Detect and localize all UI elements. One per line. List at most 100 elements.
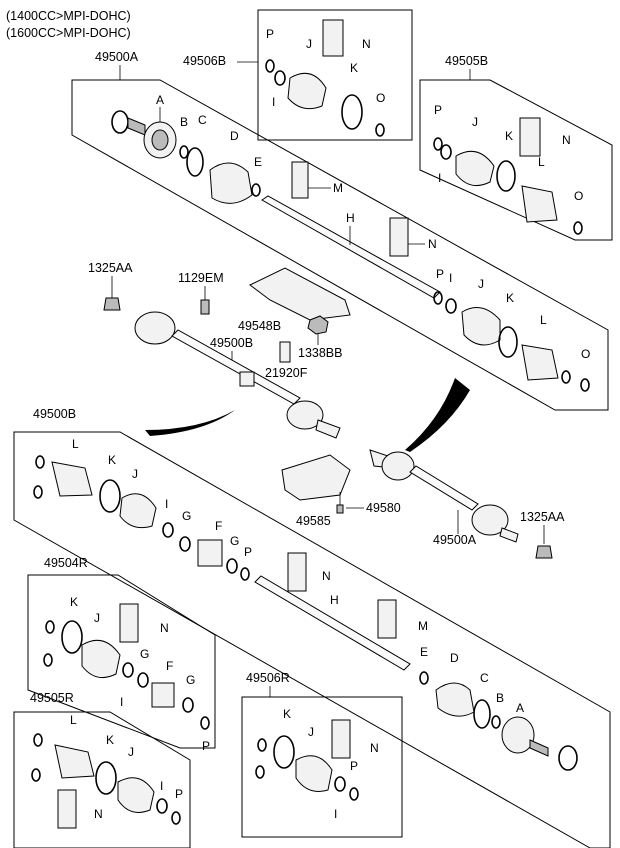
band-k-top[interactable]	[498, 326, 518, 358]
grease-n-49506b[interactable]	[322, 19, 344, 57]
snapring-i-49506r[interactable]	[334, 776, 346, 792]
damper-f-49500b[interactable]	[197, 539, 223, 567]
circlip-b-49500b[interactable]	[491, 715, 501, 729]
callout-i-49505b: I	[438, 171, 441, 185]
circlip-g-49504r-2[interactable]	[182, 697, 194, 713]
nut-1325aa-top[interactable]	[103, 297, 121, 311]
inner-joint-l-49505b[interactable]	[521, 185, 558, 223]
label-49500a-bottom[interactable]: 49500A	[433, 533, 477, 547]
bolt-1129em[interactable]	[200, 299, 210, 315]
grease-n-49504r[interactable]	[119, 603, 139, 643]
nut-1325aa-bottom[interactable]	[535, 545, 553, 559]
callout-i-49500b: I	[165, 497, 168, 511]
band-k-49506b[interactable]	[341, 94, 363, 130]
snapring-i-49504r[interactable]	[122, 662, 134, 678]
circlip-p-49505b[interactable]	[433, 137, 443, 151]
label-49505r[interactable]: 49505R	[30, 691, 74, 705]
snapring-i-49506b[interactable]	[274, 70, 286, 86]
outer-joint-a-49500b[interactable]	[501, 716, 535, 754]
callout-c-top: C	[198, 113, 207, 127]
ring-o-49504r-2[interactable]	[43, 653, 53, 667]
label-49500a-top[interactable]: 49500A	[95, 50, 139, 64]
boot-j-49506r[interactable]	[295, 755, 333, 792]
label-49580[interactable]: 49580	[366, 501, 401, 515]
grease-m-top[interactable]	[291, 161, 309, 199]
snapring-i-49500b[interactable]	[162, 522, 174, 538]
dowel-21920f[interactable]	[279, 341, 291, 363]
callout-p-49504r: P	[202, 739, 210, 753]
boot-j-49500b[interactable]	[119, 493, 157, 529]
boot-j-top[interactable]	[461, 307, 501, 346]
band-k-49504r[interactable]	[61, 620, 83, 654]
band-k-49506r[interactable]	[273, 735, 295, 769]
ring-o-49505b[interactable]	[573, 221, 583, 235]
tone-ring-a-top[interactable]	[111, 110, 129, 134]
shaft-h-49500b[interactable]	[254, 575, 411, 671]
label-1325aa-bottom[interactable]: 1325AA	[520, 510, 565, 524]
label-49500b-mid[interactable]: 49500B	[210, 336, 253, 350]
boot-j-49505r[interactable]	[117, 777, 155, 813]
grease-m-49500b[interactable]	[377, 599, 397, 639]
inner-joint-49500b-mid[interactable]	[134, 311, 176, 345]
label-49506r[interactable]: 49506R	[246, 671, 290, 685]
band-k-49500b[interactable]	[99, 479, 121, 513]
inner-joint-l-49505r[interactable]	[54, 744, 95, 779]
callout-o-top: O	[581, 347, 590, 361]
inner-joint-l-49500b[interactable]	[51, 461, 93, 497]
grease-n-49500b[interactable]	[287, 552, 307, 592]
label-49504r[interactable]: 49504R	[44, 556, 88, 570]
label-49506b[interactable]: 49506B	[183, 54, 226, 68]
bracket-49548b[interactable]	[249, 267, 351, 321]
ring-o-49500b[interactable]	[33, 485, 43, 499]
grease-n-49505r[interactable]	[57, 789, 77, 829]
boot-j-49505b[interactable]	[455, 150, 495, 187]
ring-o-49505r[interactable]	[31, 768, 41, 782]
damper-f-49504r[interactable]	[151, 682, 175, 708]
label-49585[interactable]: 49585	[296, 514, 331, 528]
snapring-i-top[interactable]	[445, 298, 457, 314]
inner-joint-49500a-bottom[interactable]	[381, 451, 415, 481]
boot-d-49500b[interactable]	[435, 682, 475, 717]
circlip-p-49505r[interactable]	[171, 811, 181, 825]
label-1338bb[interactable]: 1338BB	[298, 346, 342, 360]
circlip-p-49506b[interactable]	[265, 59, 275, 73]
grease-n-49506r[interactable]	[331, 719, 351, 759]
band-c-top[interactable]	[186, 147, 204, 177]
ring-o-top[interactable]	[580, 378, 590, 392]
nut-1338bb[interactable]	[307, 315, 329, 335]
circlip-b-top[interactable]	[179, 145, 189, 159]
label-1129em[interactable]: 1129EM	[178, 271, 224, 285]
label-49500b-box[interactable]: 49500B	[33, 407, 76, 421]
ring-o-49506b[interactable]	[375, 123, 385, 137]
band-c-49500b[interactable]	[473, 699, 491, 729]
circlip-p-49504r[interactable]	[200, 716, 210, 730]
boot-d-top[interactable]	[209, 162, 253, 204]
snapring-i-49505r[interactable]	[156, 798, 168, 814]
circlip-g-49500b-2[interactable]	[226, 558, 238, 574]
label-21920f[interactable]: 21920F	[265, 366, 308, 380]
label-49505b[interactable]: 49505B	[445, 54, 488, 68]
ring-o-49506r[interactable]	[255, 765, 265, 779]
tone-ring-a-49500b[interactable]	[558, 745, 578, 771]
band-e-49500b[interactable]	[419, 671, 429, 685]
label-1325aa-top[interactable]: 1325AA	[88, 261, 133, 275]
ring-o-49504r-1[interactable]	[45, 620, 55, 634]
snapring-i-49505b[interactable]	[440, 144, 452, 160]
band-e-top[interactable]	[251, 183, 261, 197]
circlip-p-49500b[interactable]	[240, 567, 250, 581]
circlip-p-49506r[interactable]	[349, 787, 359, 801]
circlip-p-top[interactable]	[433, 291, 443, 305]
circlip-g-49504r-1[interactable]	[137, 672, 149, 688]
boot-j-49506b[interactable]	[287, 72, 327, 110]
band-k-49505b[interactable]	[496, 160, 516, 192]
circlip-g-49500b-1[interactable]	[179, 536, 191, 552]
callout-i-top: I	[449, 271, 452, 285]
grease-n-top[interactable]	[389, 217, 409, 257]
label-49548b[interactable]: 49548B	[238, 319, 281, 333]
boot-j-49504r[interactable]	[81, 639, 121, 679]
bolt-49580[interactable]	[336, 504, 344, 514]
panel-49500a-top	[71, 79, 609, 411]
inner-joint-l-top[interactable]	[521, 344, 559, 381]
band-k-49505r[interactable]	[95, 761, 117, 795]
grease-n-49505b[interactable]	[519, 117, 541, 157]
